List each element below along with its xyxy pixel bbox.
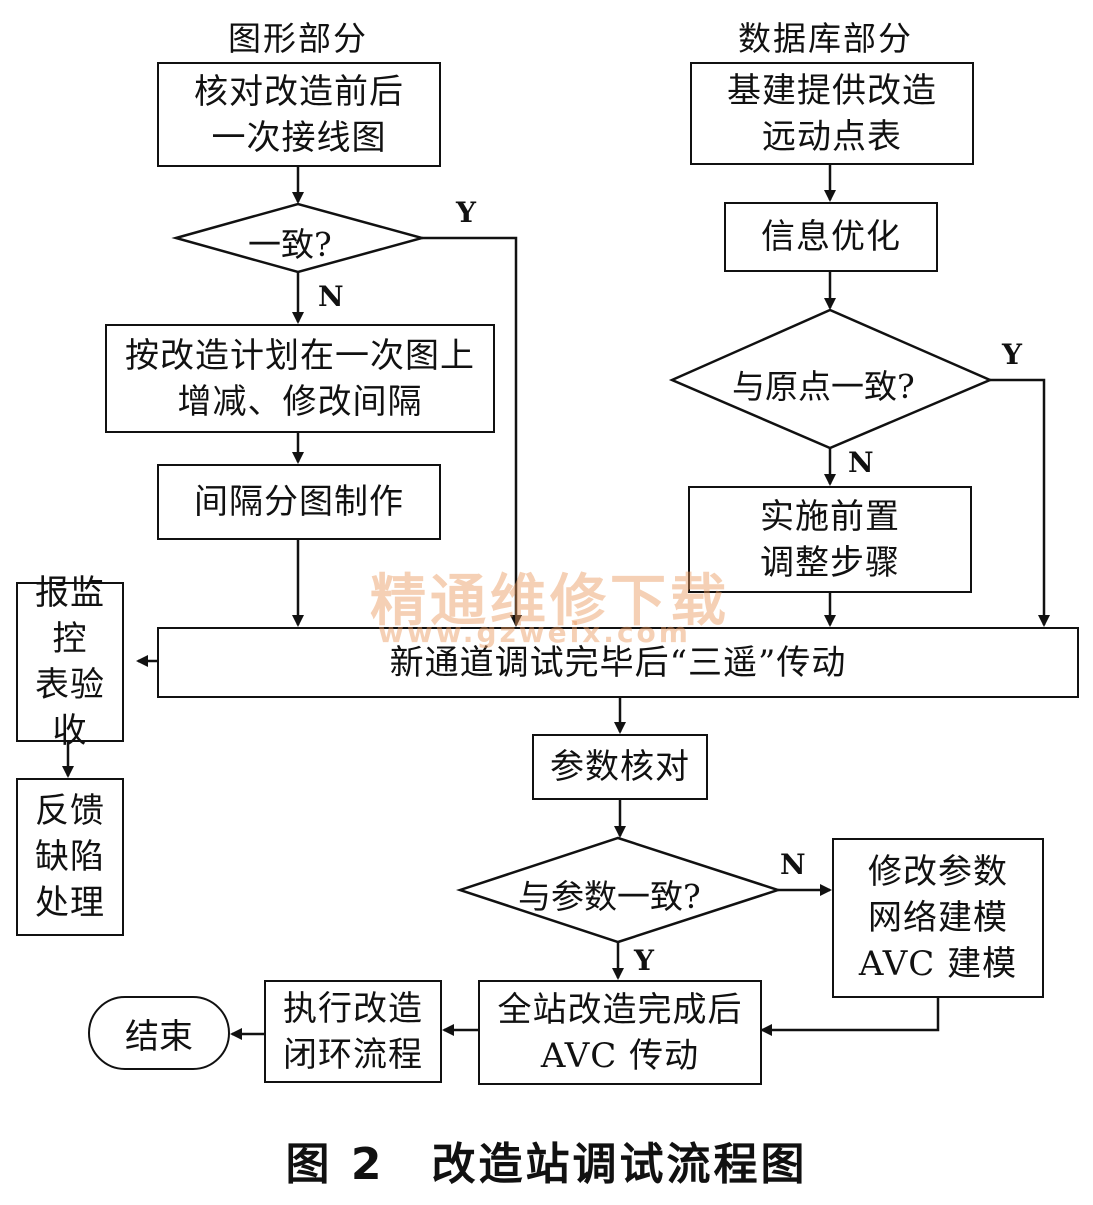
branch-no-label: N xyxy=(780,848,806,881)
branch-no-label: N xyxy=(848,446,874,479)
watermark-text: 精通维修下载 xyxy=(370,569,730,634)
graphics-section-title: 图形部分 xyxy=(228,19,368,58)
decision-consistent-text: 一致? xyxy=(248,225,332,264)
modify-plan-box: 按改造计划在一次图上 增减、修改间隔 xyxy=(105,324,495,433)
closed-loop-label: 执行改造 闭环流程 xyxy=(283,988,423,1075)
branch-yes-label: Y xyxy=(1002,338,1022,371)
three-remote-label: 新通道调试完毕后“三遥”传动 xyxy=(389,642,847,683)
decision-original-text: 与原点一致? xyxy=(732,367,915,406)
modify-params-label: 修改参数 网络建模 AVC 建模 xyxy=(858,852,1018,984)
database-section-title: 数据库部分 xyxy=(738,19,913,58)
info-optimize-box: 信息优化 xyxy=(724,202,938,272)
pre-adjust-box: 实施前置 调整步骤 xyxy=(688,486,972,593)
branch-yes-label: Y xyxy=(456,196,476,229)
end-label: 结束 xyxy=(125,1016,193,1057)
branch-yes-label: Y xyxy=(634,944,654,977)
end-terminal: 结束 xyxy=(88,996,230,1070)
decision-params-text: 与参数一致? xyxy=(518,877,701,916)
verify-diagram-label: 核对改造前后 一次接线图 xyxy=(194,71,404,158)
provide-points-label: 基建提供改造 远动点表 xyxy=(727,70,937,157)
bay-drawing-label: 间隔分图制作 xyxy=(194,482,404,522)
avc-drive-label: 全站改造完成后 AVC 传动 xyxy=(497,989,743,1076)
three-remote-box: 新通道调试完毕后“三遥”传动 xyxy=(157,627,1079,698)
provide-points-box: 基建提供改造 远动点表 xyxy=(690,62,974,165)
branch-no-label: N xyxy=(318,280,344,313)
pre-adjust-label: 实施前置 调整步骤 xyxy=(760,496,900,583)
info-optimize-label: 信息优化 xyxy=(761,217,901,257)
param-check-label: 参数核对 xyxy=(550,747,690,787)
feedback-box: 反馈 缺陷 处理 xyxy=(16,778,124,936)
figure-caption: 图 2 改造站调试流程图 xyxy=(285,1139,808,1190)
avc-drive-box: 全站改造完成后 AVC 传动 xyxy=(478,980,762,1085)
watermark-url: www.gzweix.com xyxy=(378,616,691,649)
bay-drawing-box: 间隔分图制作 xyxy=(157,464,441,540)
modify-plan-label: 按改造计划在一次图上 增减、修改间隔 xyxy=(125,335,475,422)
report-monitor-box: 报监控 表验收 xyxy=(16,573,124,751)
modify-params-box: 修改参数 网络建模 AVC 建模 xyxy=(832,838,1044,998)
param-check-box: 参数核对 xyxy=(532,734,708,800)
report-monitor-label: 报监控 表验收 xyxy=(35,573,105,751)
feedback-label: 反馈 缺陷 处理 xyxy=(35,791,105,923)
closed-loop-box: 执行改造 闭环流程 xyxy=(264,980,442,1083)
verify-diagram-box: 核对改造前后 一次接线图 xyxy=(157,62,441,167)
